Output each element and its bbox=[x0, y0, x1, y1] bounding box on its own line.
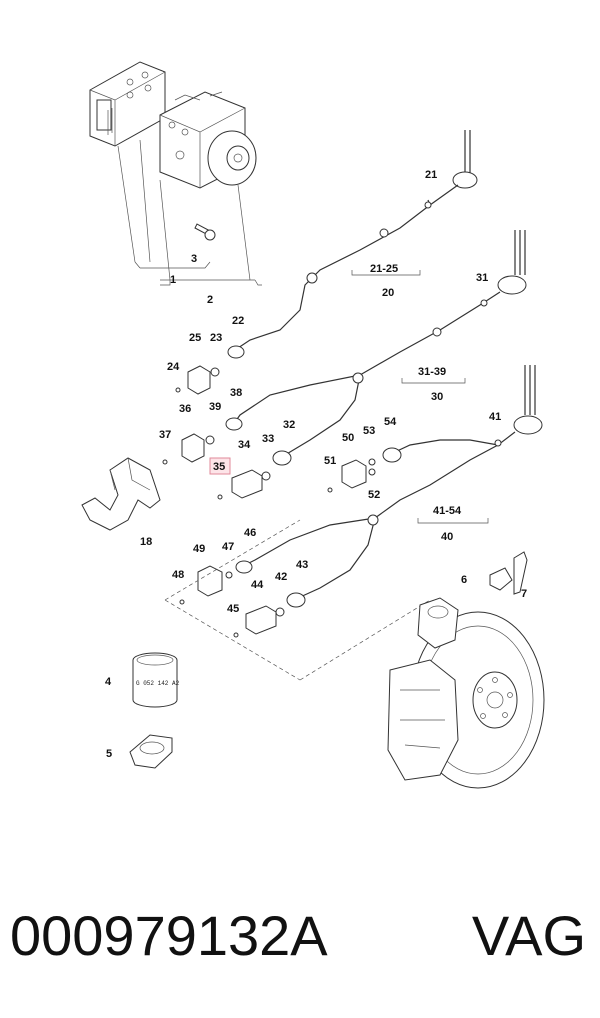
wheel-speed-sensor-cable-front bbox=[227, 130, 478, 359]
callout-38: 38 bbox=[230, 387, 242, 399]
callout-1: 1 bbox=[170, 274, 176, 286]
callout-45: 45 bbox=[227, 603, 239, 615]
callout-31: 31 bbox=[476, 272, 488, 284]
abs-control-module bbox=[89, 61, 166, 147]
wheel-sensor-6 bbox=[489, 551, 528, 595]
brake-disc-hub-assembly bbox=[387, 597, 545, 789]
callout-51: 51 bbox=[324, 455, 336, 467]
callout-49: 49 bbox=[193, 543, 205, 555]
bracket-20 bbox=[351, 270, 421, 276]
sensor-assembly-42-49 bbox=[179, 565, 285, 638]
wheel-speed-sensor-cable-rear-left bbox=[225, 230, 527, 466]
callout-37: 37 bbox=[159, 429, 171, 441]
callout-44: 44 bbox=[251, 579, 264, 591]
callout-24: 24 bbox=[167, 361, 180, 373]
callout-4: 4 bbox=[105, 676, 112, 688]
sleeve-4: G 052 142 A2 bbox=[132, 652, 180, 708]
callout-48: 48 bbox=[172, 569, 184, 581]
wheel-speed-sensor-cable-rear-right bbox=[235, 365, 543, 608]
grommet-5 bbox=[129, 734, 173, 769]
callout-30: 30 bbox=[431, 391, 443, 403]
callout-6: 6 bbox=[461, 574, 467, 586]
callout-33: 33 bbox=[262, 433, 274, 445]
callout-labels: 1 2 3 4 5 6 7 18 20 21 21-25 22 23 24 25… bbox=[105, 169, 527, 760]
callout-3: 3 bbox=[191, 253, 197, 265]
callout-53: 53 bbox=[363, 425, 375, 437]
callout-32: 32 bbox=[283, 419, 295, 431]
bracket-2 bbox=[160, 279, 262, 286]
callout-21-25: 21-25 bbox=[370, 263, 398, 275]
callout-43: 43 bbox=[296, 559, 308, 571]
callout-5: 5 bbox=[106, 748, 112, 760]
leader-lines-1-2 bbox=[117, 139, 255, 281]
callout-42: 42 bbox=[275, 571, 287, 583]
callout-36: 36 bbox=[179, 403, 191, 415]
callout-41-54: 41-54 bbox=[433, 505, 462, 517]
callout-46: 46 bbox=[244, 527, 256, 539]
callout-47: 47 bbox=[222, 541, 234, 553]
callout-39: 39 bbox=[209, 401, 221, 413]
callout-25: 25 bbox=[189, 332, 201, 344]
callout-40: 40 bbox=[441, 531, 453, 543]
callout-31-39: 31-39 bbox=[418, 366, 446, 378]
sensor-assembly-22-25 bbox=[175, 365, 220, 395]
sensor-assembly-31-39 bbox=[162, 433, 271, 500]
exploded-parts-diagram: G 052 142 A2 1 2 3 4 5 6 7 18 20 21 21-2… bbox=[81, 61, 545, 789]
callout-41: 41 bbox=[489, 411, 501, 423]
callout-7: 7 bbox=[521, 588, 527, 600]
callout-34: 34 bbox=[238, 439, 251, 451]
abs-hydraulic-unit bbox=[159, 91, 257, 189]
callout-23: 23 bbox=[210, 332, 222, 344]
callout-2: 2 bbox=[207, 294, 213, 306]
sensor-assembly-41-54 bbox=[327, 458, 376, 493]
callout-35-highlight bbox=[209, 457, 231, 475]
callout-35: 35 bbox=[213, 461, 225, 473]
callout-52: 52 bbox=[368, 489, 380, 501]
callout-22: 22 bbox=[232, 315, 244, 327]
bracket-40 bbox=[417, 518, 489, 524]
dashed-assembly-outline bbox=[164, 519, 431, 681]
sleeve-label: G 052 142 A2 bbox=[136, 680, 180, 687]
callout-18: 18 bbox=[140, 536, 152, 548]
bolt-3 bbox=[194, 223, 216, 241]
bracket-18 bbox=[81, 457, 161, 531]
bracket-30 bbox=[401, 378, 466, 384]
callout-21: 21 bbox=[425, 169, 437, 181]
caption-bar: 000979132A VAG bbox=[0, 896, 600, 976]
brand-name: VAG bbox=[471, 904, 586, 967]
callout-54: 54 bbox=[384, 416, 397, 428]
part-number: 000979132A bbox=[10, 904, 328, 967]
callout-20: 20 bbox=[382, 287, 394, 299]
callout-50: 50 bbox=[342, 432, 354, 444]
